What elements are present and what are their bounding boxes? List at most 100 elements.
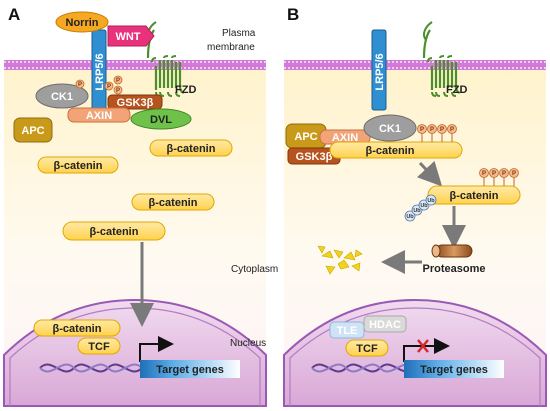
apc-label-a: APC <box>21 125 44 137</box>
gsk3b-a <box>107 94 163 110</box>
phospho-label: P <box>116 88 120 94</box>
ubiquitin <box>425 194 437 206</box>
axin-a <box>67 107 131 123</box>
phospho-dot <box>499 168 509 178</box>
beta-catenin-label: β-catenin <box>149 197 198 209</box>
gsk3b-label-b: GSK3β <box>296 151 333 163</box>
phospho-dot <box>104 81 114 91</box>
fzd-label-b: FZD <box>446 84 467 96</box>
tcf-label-b: TCF <box>356 343 378 355</box>
fzd-receptor-b: FZD <box>422 21 467 97</box>
axin-label-b: AXIN <box>332 132 358 144</box>
phospho-label: P <box>512 171 516 177</box>
beta-catenin-label: β-catenin <box>167 143 216 155</box>
phospho-label: P <box>440 127 444 133</box>
phospho-label: P <box>107 84 111 90</box>
phospho-dot <box>437 124 447 134</box>
tcf-label-a: TCF <box>88 341 110 353</box>
beta-catenin <box>149 139 233 157</box>
beta-catenin-nuclear <box>33 319 121 337</box>
panel-b-plasma-membrane <box>284 60 546 70</box>
block-cross-icon <box>417 339 429 353</box>
tcf-a <box>77 337 121 355</box>
ck1-label-b: CK1 <box>379 123 401 135</box>
transcription-start-arrow-a <box>139 336 174 362</box>
phospho-label: P <box>116 78 120 84</box>
dna-helix-a <box>39 363 143 373</box>
fzd-receptor-a: FZD <box>146 21 196 97</box>
beta-catenin <box>131 193 215 211</box>
panel-a: A Plasma membrane Cytoplasm Nucleus FZD … <box>3 5 278 407</box>
lrp56-label-b: LRP5/6 <box>374 53 386 90</box>
proteasome-label: Proteasome <box>423 263 486 275</box>
phospho-dot <box>447 124 457 134</box>
tle-label: TLE <box>337 325 358 337</box>
target-genes-b <box>404 360 504 378</box>
phospho-label: P <box>78 82 82 88</box>
norrin-ligand <box>55 11 109 33</box>
fzd-label-a: FZD <box>175 84 196 96</box>
dvl <box>130 108 192 130</box>
target-genes-label-a: Target genes <box>156 364 224 376</box>
lrp56-label-a: LRP5/6 <box>94 53 106 90</box>
wnt-ligand-a <box>107 25 155 47</box>
phospho-label: P <box>450 127 454 133</box>
hdac-label: HDAC <box>369 319 401 331</box>
phospho-dot <box>489 168 499 178</box>
target-genes-a <box>140 360 240 378</box>
plasma-membrane-label: Plasma <box>222 28 256 39</box>
tcf-b <box>345 339 389 357</box>
beta-catenin-label: β-catenin <box>366 145 415 157</box>
beta-catenin-label: β-catenin <box>53 323 102 335</box>
panel-b-label: B <box>287 5 299 24</box>
ck1-b <box>363 114 417 142</box>
ubiquitin <box>404 210 416 222</box>
phospho-group-complex: P P P P <box>417 124 457 142</box>
lrp56-receptor-b <box>371 29 387 111</box>
cytoplasm-label: Cytoplasm <box>231 264 278 275</box>
gsk3b-label-a: GSK3β <box>117 97 154 109</box>
beta-catenin-label: β-catenin <box>90 226 139 238</box>
beta-catenin-complexed <box>329 141 463 159</box>
panel-a-plasma-membrane <box>4 60 266 70</box>
panel-a-label: A <box>8 5 20 24</box>
wnt-label-a: WNT <box>115 31 140 43</box>
beta-catenin <box>37 156 119 174</box>
hdac <box>363 315 407 333</box>
release-arrow <box>416 160 443 187</box>
phospho-dot <box>479 168 489 178</box>
degraded-fragments <box>317 245 363 275</box>
norrin-label: Norrin <box>66 17 99 29</box>
ubiquitin-chain: Ub Ub Ub Ub <box>404 194 437 222</box>
beta-catenin-label: β-catenin <box>54 160 103 172</box>
phospho-label: P <box>492 171 496 177</box>
ubiquitin-label: Ub <box>413 208 421 214</box>
ck1-a <box>35 83 89 109</box>
axin-label-a: AXIN <box>86 110 112 122</box>
ck1-label-a: CK1 <box>51 91 73 103</box>
panel-b: B LRP5/6 FZD APC AXIN GSK3β β-catenin CK… <box>283 5 547 407</box>
proteasome <box>431 244 473 258</box>
ubiquitin-label: Ub <box>420 203 428 209</box>
nucleus-label-a: Nucleus <box>230 338 266 349</box>
phospho-label: P <box>430 127 434 133</box>
phospho-group-free: P P P P <box>479 168 519 186</box>
lrp56-receptor-a: LRP5/6 <box>91 29 107 111</box>
target-genes-label-b: Target genes <box>420 364 488 376</box>
ubiquitin-label: Ub <box>427 198 435 204</box>
dvl-label: DVL <box>150 114 172 126</box>
beta-catenin <box>62 221 166 241</box>
dna-helix-b <box>311 363 415 373</box>
ubiquitin-label: Ub <box>406 214 414 220</box>
beta-catenin-label: β-catenin <box>450 190 499 202</box>
phospho-label: P <box>502 171 506 177</box>
phospho-dot <box>417 124 427 134</box>
beta-catenin-phosphorylated <box>427 185 521 205</box>
transcription-start-arrow-b <box>403 338 450 362</box>
phospho-dot <box>75 79 85 89</box>
apc-a <box>13 117 53 143</box>
phospho-dot <box>427 124 437 134</box>
phospho-label: P <box>482 171 486 177</box>
phospho-dot <box>113 85 123 95</box>
